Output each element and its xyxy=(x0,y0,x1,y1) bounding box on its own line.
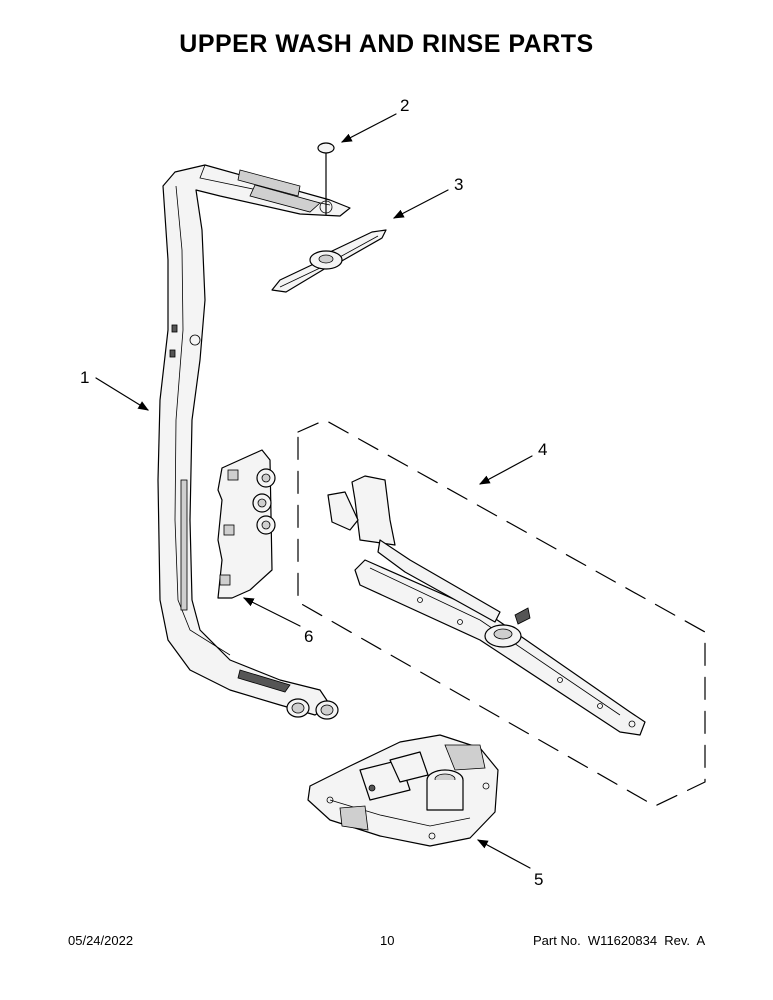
leader-3 xyxy=(393,189,449,219)
leader-2 xyxy=(341,113,397,143)
callout-3: 3 xyxy=(454,175,464,194)
footer-part-number: Part No. W11620834 Rev. A xyxy=(533,933,706,948)
lower-spray-arm-assembly-box xyxy=(297,419,706,807)
callout-4: 4 xyxy=(538,440,548,459)
footer-date: 05/24/2022 xyxy=(68,933,134,948)
cap-part xyxy=(317,142,335,154)
leader-4 xyxy=(479,455,533,485)
callout-leaders xyxy=(95,113,533,869)
pump-housing-part xyxy=(307,734,499,847)
upper-spray-arm-part xyxy=(271,229,387,293)
callout-1: 1 xyxy=(80,368,90,387)
leader-5 xyxy=(477,839,531,869)
callout-2: 2 xyxy=(400,96,410,115)
page-title: UPPER WASH AND RINSE PARTS xyxy=(179,30,594,58)
callout-6: 6 xyxy=(304,627,314,646)
supply-tube-part xyxy=(157,149,351,720)
footer-page-number: 10 xyxy=(380,933,395,948)
leader-1 xyxy=(95,377,149,411)
leader-6 xyxy=(243,597,301,627)
callout-5: 5 xyxy=(534,870,544,889)
diverter-part xyxy=(217,449,276,599)
mid-spray-arm-part xyxy=(327,475,646,736)
